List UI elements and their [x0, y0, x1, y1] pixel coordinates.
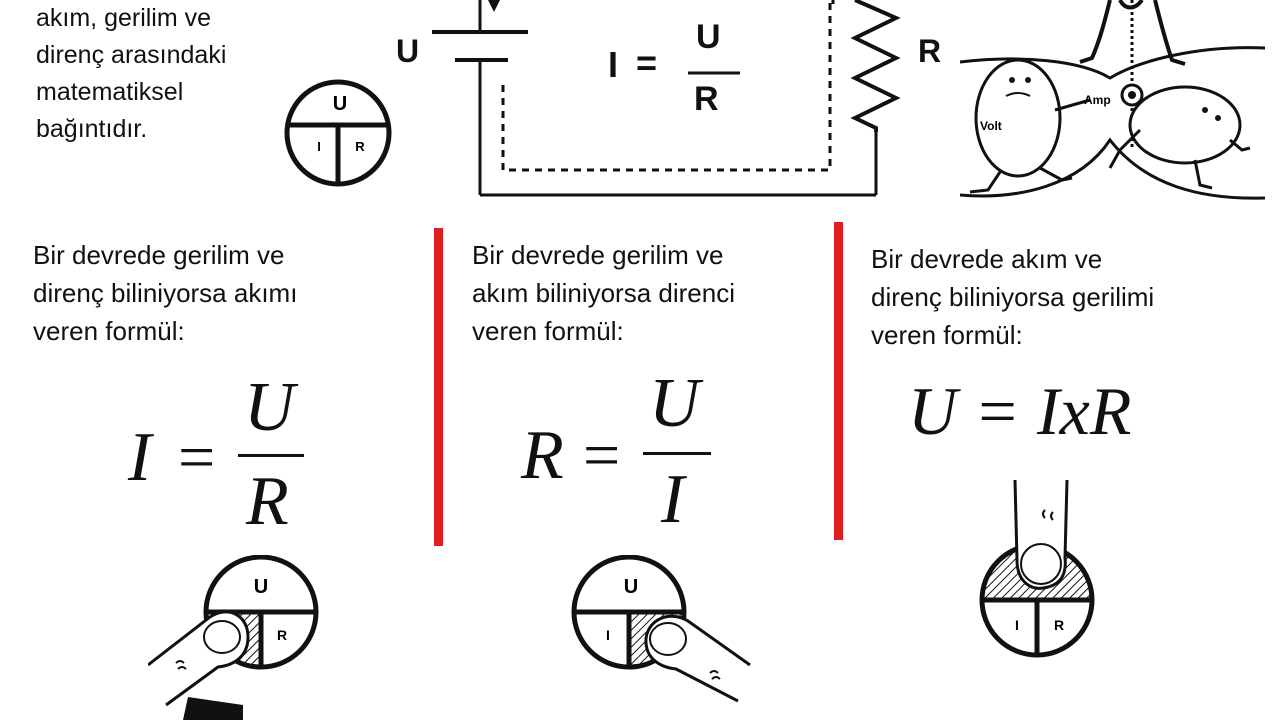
formula-resistance: R = U I — [515, 365, 725, 538]
ohm-circle-top-u: U — [333, 93, 347, 115]
ohm-circle-top-r: R — [355, 139, 365, 154]
ohm-circle-resistance: U I — [571, 555, 751, 703]
ohm-circle-current-u: U — [254, 576, 268, 598]
resistor-label: R — [918, 33, 942, 69]
volt-label: Volt — [980, 119, 1002, 133]
formula-resistance-denominator: I — [661, 461, 685, 538]
amp-label: Amp — [1084, 93, 1111, 107]
current-arrow — [488, 0, 500, 12]
intro-text: akım, gerilim ve direnç arasındaki matem… — [36, 0, 296, 148]
intro-line: direnç arasındaki — [36, 41, 227, 69]
circuit-formula-denominator: R — [694, 80, 719, 118]
column-1-line: Bir devrede gerilim ve — [33, 240, 285, 270]
circuit-formula-left: I — [608, 44, 619, 85]
circuit-formula-equals: = — [636, 42, 658, 83]
ohm-circle-resistance-i: I — [606, 627, 610, 643]
column-3-text: Bir devrede akım ve direnç biliniyorsa g… — [871, 240, 1154, 354]
ohm-circle-top-i: I — [317, 139, 321, 154]
column-2-line: Bir devrede gerilim ve — [472, 240, 724, 270]
formula-resistance-equals: = — [583, 419, 621, 492]
column-2-line: veren formül: — [472, 316, 624, 346]
ohm-circle-voltage-i: I — [1015, 617, 1019, 633]
formula-resistance-bar — [643, 452, 711, 455]
ohm-circle-voltage-r: R — [1054, 617, 1064, 633]
red-divider-left — [434, 228, 443, 546]
ohm-circle-current: U R — [148, 555, 319, 720]
formula-resistance-numerator: U — [649, 365, 700, 442]
circuit-diagram — [432, 0, 901, 197]
column-2-line: akım biliniyorsa direnci — [472, 278, 735, 308]
formula-current-equals: = — [178, 421, 216, 494]
formula-resistance-left: R — [521, 417, 564, 494]
formula-current-numerator: U — [244, 369, 295, 446]
circuit-formula-numerator: U — [696, 18, 721, 56]
battery-label: U — [396, 33, 420, 69]
formula-current: I = U R — [120, 369, 320, 540]
formula-current-bar — [238, 454, 304, 457]
resistor-zigzag — [850, 0, 901, 132]
column-1-line: direnç biliniyorsa akımı — [33, 278, 298, 308]
formula-current-denominator: R — [246, 463, 289, 540]
column-3-line: Bir devrede akım ve — [871, 244, 1103, 274]
ohm-circle-resistance-u: U — [624, 576, 638, 598]
ohm-circle-top: U I R — [284, 79, 392, 187]
amp-character — [1128, 85, 1242, 165]
red-divider-right — [834, 222, 843, 540]
column-3-line: direnç biliniyorsa gerilimi — [871, 282, 1155, 312]
ohm-circle-voltage: I R — [979, 480, 1095, 658]
ohm-circle-current-r: R — [277, 627, 287, 643]
intro-line: akım, gerilim ve — [36, 4, 212, 32]
intro-line: matematiksel — [36, 78, 184, 106]
formula-current-left: I — [128, 419, 152, 496]
column-3-line: veren formül: — [871, 320, 1023, 350]
column-1-line: veren formül: — [33, 316, 185, 346]
column-1-text: Bir devrede gerilim ve direnç biliniyors… — [33, 236, 297, 350]
column-2-text: Bir devrede gerilim ve akım biliniyorsa … — [472, 236, 735, 350]
volt-character — [974, 58, 1062, 178]
intro-line: bağıntıdır. — [36, 115, 148, 143]
formula-voltage: U = IxR — [908, 373, 1132, 449]
current-path-dashed — [501, 0, 832, 172]
volt-amp-cartoon: Volt Amp — [960, 0, 1266, 200]
